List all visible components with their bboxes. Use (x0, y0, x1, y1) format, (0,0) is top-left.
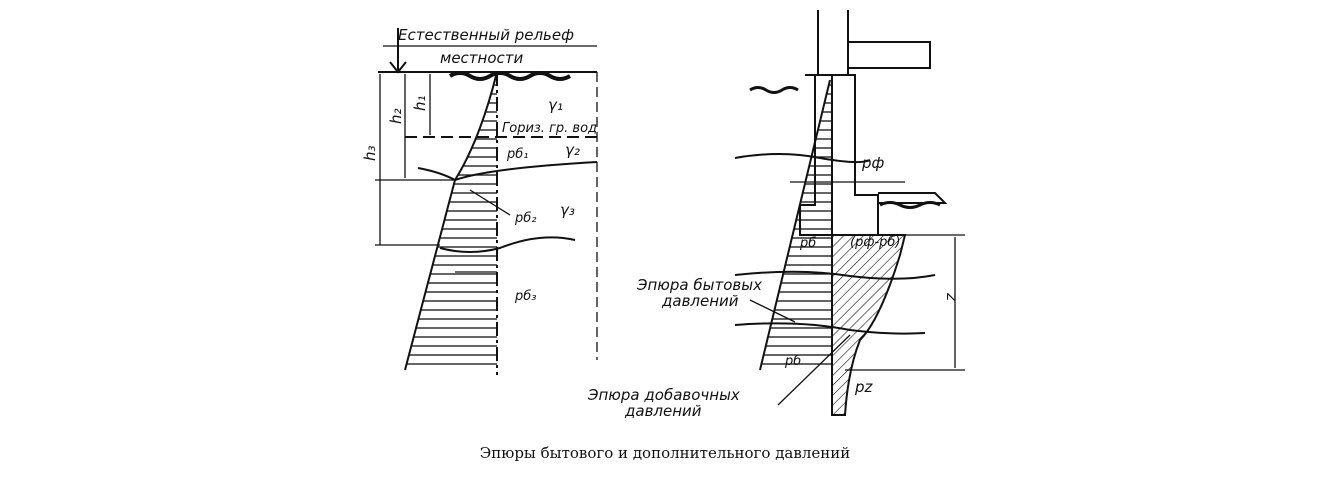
water-level-label: Гориз. гр. вод (502, 121, 597, 136)
gamma3-label: γ₃ (560, 201, 575, 219)
soil-hatch-icon (448, 71, 572, 81)
h2-label: h₂ (387, 108, 405, 124)
layer-boundary-1 (417, 161, 598, 182)
figure-caption: Эпюры бытового и дополнительного давлени… (480, 444, 850, 462)
p-b2-leader (469, 189, 511, 216)
layer-boundary-2 (439, 236, 576, 253)
z-dimension (845, 234, 965, 371)
gamma1-label: γ₁ (548, 96, 563, 114)
p-b-top-label: pб (799, 236, 816, 251)
dimension-lines (375, 74, 455, 246)
natural-epure-label-2: давлений (661, 292, 739, 310)
right-diagram: pф pб (pф-pб) z Эпюра бытовых давлений p… (587, 10, 965, 420)
natural-epure-label-1: Эпюра бытовых (636, 276, 762, 294)
ground-label-line2: местности (440, 49, 523, 67)
layer-boundary-2 (734, 270, 936, 280)
natural-epure-leader (749, 299, 796, 323)
h3-label: h₃ (361, 145, 379, 161)
natural-epure-boundary (759, 79, 831, 371)
p-b2-label: pб₂ (514, 211, 536, 226)
epure-boundary (404, 71, 498, 371)
p-f-label: pф (861, 154, 885, 172)
natural-pressure-epure (405, 72, 497, 370)
additional-epure-label-2: давлений (624, 402, 702, 420)
p-b1-label: pб₁ (506, 147, 528, 162)
floor-slab (878, 192, 948, 204)
additional-epure-leader (777, 334, 851, 406)
layer-boundary-1 (734, 153, 871, 164)
ground-label-line1: Естественный рельеф (398, 26, 574, 44)
h1-label: h₁ (411, 95, 429, 111)
additional-epure-label-1: Эпюра добавочных (587, 386, 740, 404)
p-b3-label: pб₃ (514, 289, 536, 304)
p-b-bottom-label: pб (784, 354, 801, 369)
z-label: z (943, 292, 961, 302)
left-diagram: Естественный рельеф местности h₁ h₂ h₃ γ… (361, 26, 598, 375)
soil-hatch-icon (749, 86, 799, 94)
p-diff-label: (pф-pб) (850, 235, 900, 250)
layer-boundary-3 (734, 322, 926, 335)
column-and-beam (817, 10, 931, 75)
p-z-label: pz (854, 378, 874, 396)
gamma2-label: γ₂ (565, 141, 580, 159)
